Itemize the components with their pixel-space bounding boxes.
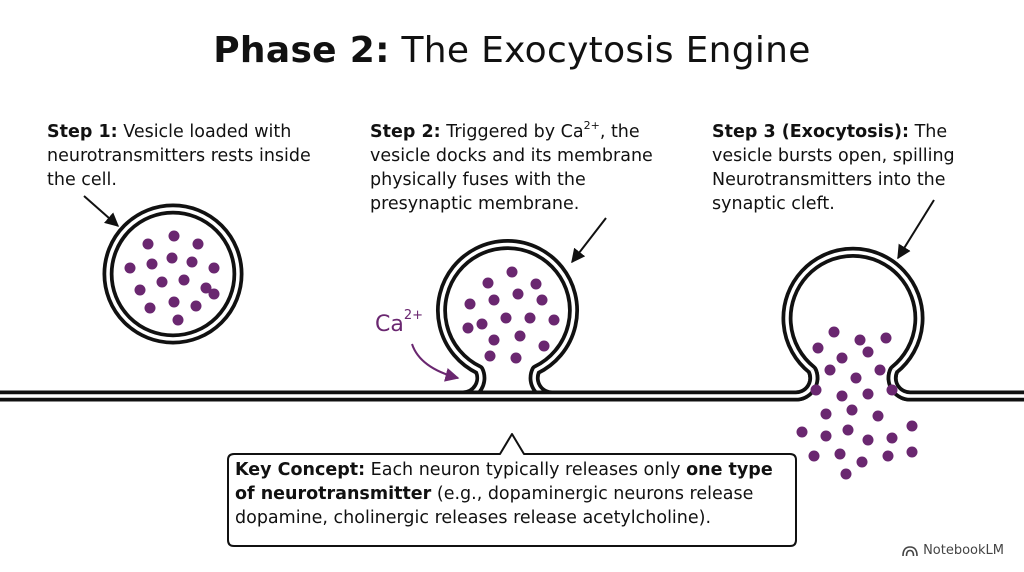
step-3-label: Step 3 (Exocytosis):	[712, 122, 909, 142]
step-1-label: Step 1:	[47, 122, 118, 142]
step-3-caption: Step 3 (Exocytosis): The vesicle bursts …	[712, 122, 955, 214]
step-1-arrow	[83, 195, 120, 227]
notebooklm-logo-icon	[902, 545, 918, 556]
step-2-label: Step 2:	[370, 122, 441, 142]
page-title: Phase 2: The Exocytosis Engine	[213, 30, 811, 71]
calcium-arrow	[411, 343, 460, 382]
vesicle-2-neurotransmitters	[462, 266, 560, 364]
step-3-arrow	[897, 199, 935, 260]
key-concept-text: Key Concept: Each neuron typically relea…	[235, 460, 773, 528]
free-vesicle	[102, 203, 244, 345]
key-concept-box	[227, 433, 797, 547]
released-neurotransmitters	[796, 326, 918, 480]
vesicle-1-neurotransmitters	[124, 230, 220, 326]
calcium-ion-label: Ca2+	[375, 307, 424, 337]
step-2-caption: Step 2: Triggered by Ca2+, the vesicle d…	[370, 119, 653, 214]
step-2-arrow	[571, 217, 607, 264]
step-1-caption: Step 1: Vesicle loaded with neurotransmi…	[47, 122, 311, 190]
notebooklm-branding: NotebookLM	[902, 543, 1004, 558]
